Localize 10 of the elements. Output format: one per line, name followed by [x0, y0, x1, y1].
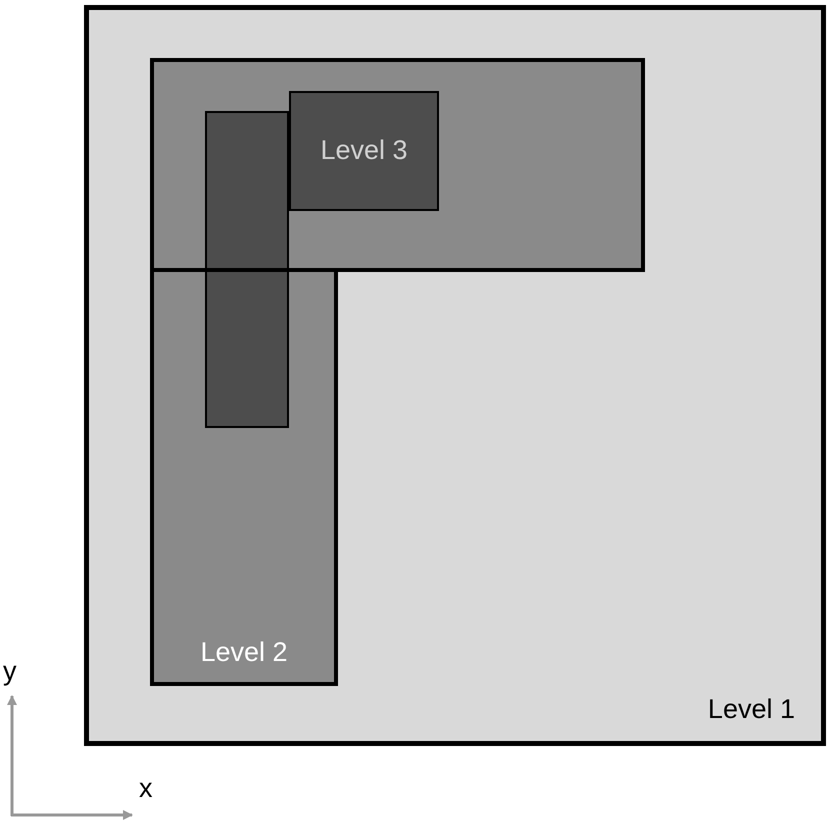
level-box	[150, 58, 645, 272]
level-label: Level 1	[708, 695, 795, 725]
level-label: Level 3	[320, 136, 408, 166]
level-box	[84, 5, 826, 746]
level-label: Level 2	[200, 638, 288, 668]
level-box	[205, 111, 289, 270]
axis-label: x	[139, 775, 152, 802]
axis-label: y	[3, 658, 16, 685]
level-box	[289, 91, 439, 211]
level-box	[205, 270, 289, 428]
